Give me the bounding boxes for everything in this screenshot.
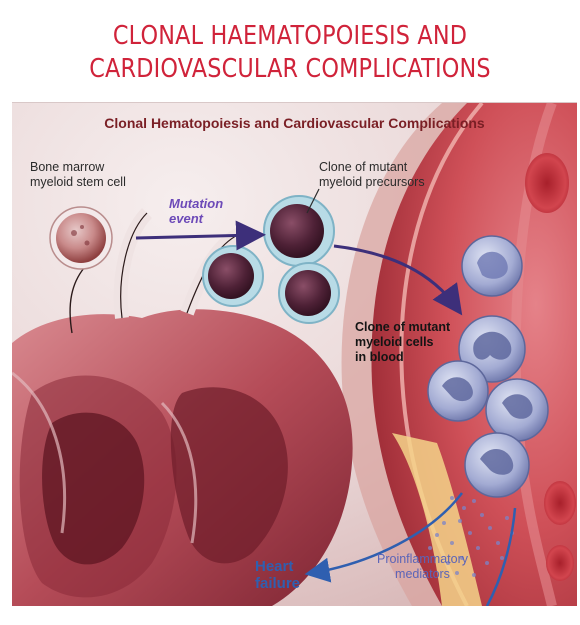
- header: CLONAL HAEMATOPOIESIS AND CARDIOVASCULAR…: [0, 0, 580, 102]
- stem-cell-label: Bone marrow myeloid stem cell: [30, 160, 126, 190]
- figure-panel: Clonal Hematopoiesis and Cardiovascular …: [12, 102, 577, 606]
- precursors-label: Clone of mutant myeloid precursors: [319, 160, 425, 190]
- mutation-event-label: Mutation event: [169, 196, 223, 226]
- heart-failure-label: Heart failure: [255, 558, 300, 592]
- mediators-label: Proinflammatory mediators: [377, 552, 468, 582]
- blood-cells-label: Clone of mutant myeloid cells in blood: [355, 320, 450, 365]
- page-title: CLONAL HAEMATOPOIESIS AND CARDIOVASCULAR…: [41, 20, 540, 86]
- stem-cell-icon: [50, 207, 112, 269]
- figure-title: Clonal Hematopoiesis and Cardiovascular …: [12, 115, 577, 131]
